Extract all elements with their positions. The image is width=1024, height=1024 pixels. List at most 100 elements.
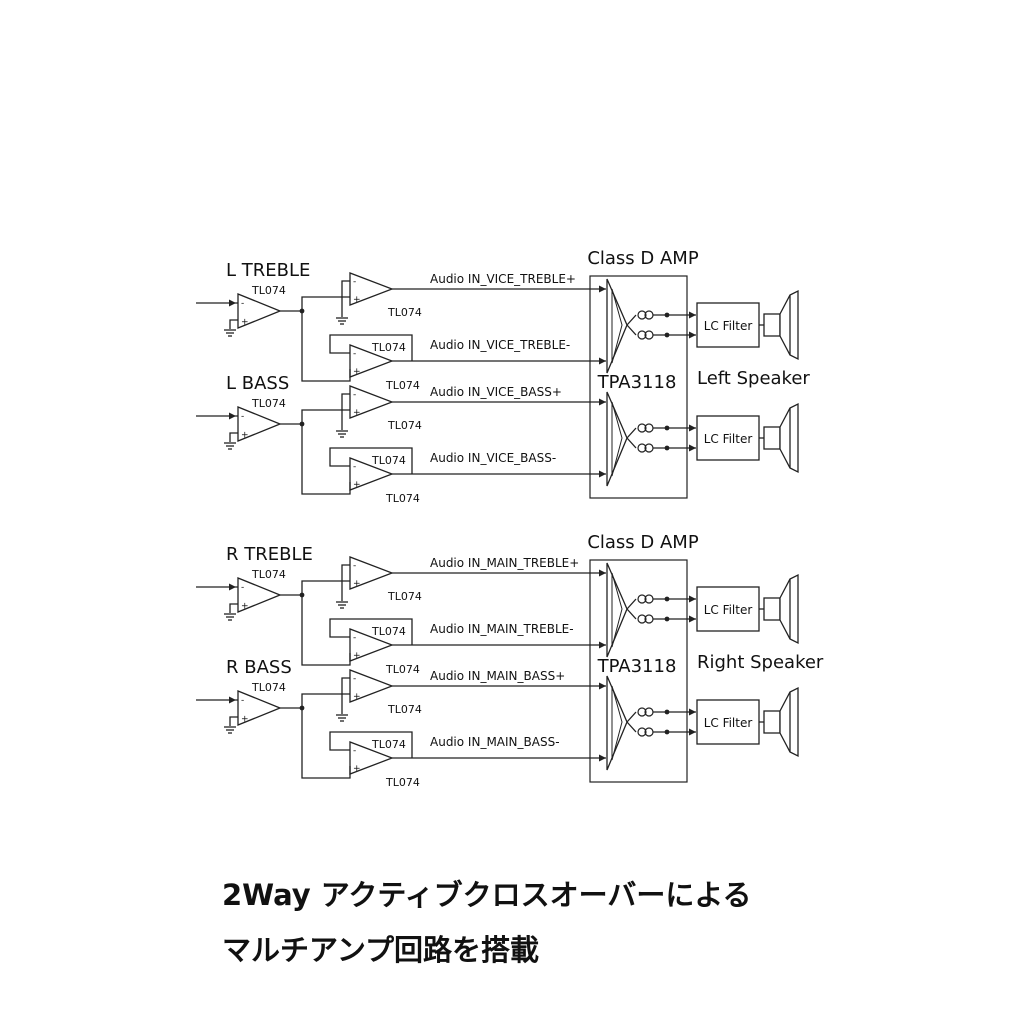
- ground-icon: [336, 601, 348, 609]
- lc-filter-box: [696, 415, 760, 461]
- speaker-magnet: [763, 426, 781, 450]
- amp-output-wire: [626, 721, 637, 733]
- amp-to-filter-arrow: [689, 595, 696, 603]
- opamp-label: TL074: [387, 419, 422, 432]
- input-arrow: [229, 299, 236, 307]
- minus-buffer-feedback-wire: [329, 618, 413, 645]
- speaker-icon: [763, 686, 799, 758]
- amp-to-filter-arrow: [689, 615, 696, 623]
- opamp-plus-sign: +: [241, 602, 249, 612]
- minus-signal-label: Audio IN_MAIN_TREBLE-: [430, 622, 574, 636]
- ground-icon: [224, 613, 236, 621]
- opamp-triangle: [237, 690, 282, 726]
- opamp-plus-sign: +: [353, 480, 361, 490]
- opamp-plus-sign: +: [353, 692, 361, 702]
- amp-to-filter-arrow: [689, 311, 696, 319]
- amp-to-filter-arrow: [689, 728, 696, 736]
- amp-stage-triangle: [606, 562, 628, 658]
- output-node: [664, 616, 670, 622]
- input-opamp: -+: [237, 690, 282, 726]
- amp-to-filter-arrow: [689, 331, 696, 339]
- opamp-minus-sign: -: [241, 583, 244, 593]
- minus-buffer-opamp: -+: [349, 628, 394, 662]
- opamp-triangle: [349, 344, 394, 378]
- opamp-plus-sign: +: [241, 715, 249, 725]
- amp-output-wire: [626, 711, 637, 723]
- lc-filter-box: [696, 586, 760, 632]
- output-node: [664, 729, 670, 735]
- speaker-cone: [779, 289, 799, 361]
- opamp-label: TL074: [371, 341, 406, 354]
- output-coil-icon: [637, 614, 647, 624]
- minus-buffer-input-wire: [301, 424, 351, 495]
- amp-stage-inner: [611, 685, 623, 761]
- plus-buffer-feedback-wire: [341, 393, 350, 430]
- speaker-magnet: [763, 313, 781, 337]
- plus-buffer-opamp: -+: [349, 385, 394, 419]
- input-ground-wire: [229, 432, 238, 442]
- output-node: [664, 445, 670, 451]
- input-opamp: -+: [237, 406, 282, 442]
- plus-signal-label: Audio IN_VICE_BASS+: [430, 385, 562, 399]
- input-opamp: -+: [237, 577, 282, 613]
- opamp-plus-sign: +: [353, 408, 361, 418]
- input-ground-wire: [229, 319, 238, 329]
- opamp-label: TL074: [385, 379, 420, 392]
- plus-buffer-input-wire: [301, 409, 350, 424]
- output-coil-icon: [637, 330, 647, 340]
- opamp-minus-sign: -: [241, 299, 244, 309]
- opamp-plus-sign: +: [241, 431, 249, 441]
- amp-stage-triangle: [606, 278, 628, 374]
- input-arrow: [229, 583, 236, 591]
- opamp-plus-sign: +: [241, 318, 249, 328]
- ground-icon: [224, 329, 236, 337]
- class-d-amp-title: Class D AMP: [587, 532, 699, 553]
- ground-icon: [336, 430, 348, 438]
- opamp-minus-sign: -: [353, 674, 356, 684]
- plus-signal-arrow: [599, 682, 606, 690]
- minus-buffer-opamp: -+: [349, 457, 394, 491]
- minus-buffer-input-wire: [301, 595, 351, 666]
- opamp-minus-sign: -: [353, 561, 356, 571]
- opamp-label: TL074: [371, 454, 406, 467]
- minus-signal-arrow: [599, 641, 606, 649]
- amp-to-filter-arrow: [689, 444, 696, 452]
- opamp-triangle: [349, 385, 394, 419]
- plus-signal-label: Audio IN_MAIN_BASS+: [430, 669, 565, 683]
- input-ground-wire: [229, 603, 238, 613]
- speaker-cone: [779, 686, 799, 758]
- minus-signal-arrow: [599, 357, 606, 365]
- amp-output-wire: [626, 314, 637, 326]
- output-node: [664, 332, 670, 338]
- lc-filter-label: LC Filter: [704, 432, 753, 446]
- class-d-amp-title: Class D AMP: [587, 248, 699, 269]
- opamp-minus-sign: -: [241, 412, 244, 422]
- input-ground-wire: [229, 716, 238, 726]
- caption-line-2: マルチアンプ回路を搭載: [222, 933, 539, 967]
- lc-filter-box: [696, 699, 760, 745]
- lc-filter-label: LC Filter: [704, 603, 753, 617]
- opamp-triangle: [349, 272, 394, 306]
- plus-buffer-opamp: -+: [349, 272, 394, 306]
- opamp-label: TL074: [251, 568, 286, 581]
- opamp-label: TL074: [385, 492, 420, 505]
- minus-signal-arrow: [599, 470, 606, 478]
- amp-stage-inner: [611, 401, 623, 477]
- opamp-minus-sign: -: [353, 349, 356, 359]
- plus-buffer-feedback-wire: [341, 677, 350, 714]
- minus-signal-label: Audio IN_VICE_TREBLE-: [430, 338, 570, 352]
- output-coil-icon: [637, 727, 647, 737]
- output-node: [664, 596, 670, 602]
- amp-stage-triangle: [606, 391, 628, 487]
- plus-buffer-feedback-wire: [341, 564, 350, 601]
- speaker-cone: [779, 573, 799, 645]
- lc-filter-label: LC Filter: [704, 319, 753, 333]
- plus-buffer-opamp: -+: [349, 669, 394, 703]
- output-coil-icon: [637, 594, 647, 604]
- opamp-plus-sign: +: [353, 295, 361, 305]
- ground-icon: [336, 714, 348, 722]
- amp-output-wire: [626, 324, 637, 336]
- speaker-icon: [763, 402, 799, 474]
- opamp-triangle: [349, 628, 394, 662]
